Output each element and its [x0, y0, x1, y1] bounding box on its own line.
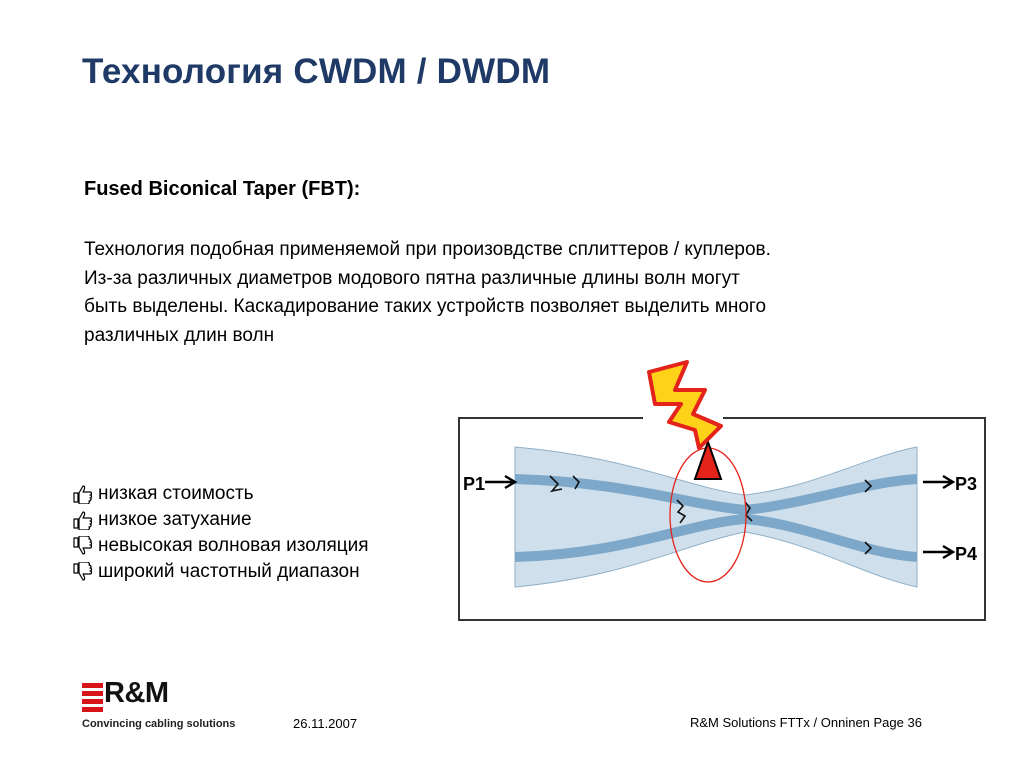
lightning-icon: [647, 360, 723, 450]
fiber-core: [514, 474, 918, 516]
signal-wave: [549, 475, 580, 493]
pros-cons-text: низкая стоимость: [98, 483, 254, 504]
list-item: широкий частотный диапазон: [72, 559, 369, 585]
paragraph-line: Из-за различных диаметров модового пятна…: [84, 267, 740, 289]
fbt-coupler-diagram: P1 P3 P4: [458, 360, 986, 621]
brand-name: R&M: [104, 677, 169, 709]
signal-wave: [864, 479, 873, 493]
thumbs-down-icon: [72, 561, 94, 582]
list-item: низкая стоимость: [72, 481, 369, 507]
list-item: невысокая волновая изоляция: [72, 533, 369, 559]
signal-wave: [744, 501, 753, 522]
diagram-frame: [458, 417, 986, 621]
slide-title: Технология CWDM / DWDM: [82, 52, 551, 91]
list-item: низкое затухание: [72, 507, 369, 533]
footer-date: 26.11.2007: [293, 716, 358, 731]
thumbs-up-icon: [72, 510, 94, 531]
footer-page-info: R&M Solutions FTTx / Onninen Page 36: [690, 715, 922, 730]
heat-source-icon: [693, 438, 723, 480]
logo-bars-icon: [82, 683, 103, 715]
signal-wave: [676, 499, 687, 524]
fiber-core: [514, 513, 918, 562]
thumbs-down-icon: [72, 535, 94, 556]
input-arrow: [485, 474, 518, 490]
output-arrow: [923, 474, 956, 490]
paragraph-line: различных длин волн: [84, 324, 275, 346]
signal-wave: [864, 541, 873, 555]
section-subtitle: Fused Biconical Taper (FBT):: [84, 178, 361, 200]
brand-tagline: Convincing cabling solutions: [82, 718, 236, 730]
paragraph-line: Технология подобная применяемой при прои…: [84, 239, 771, 260]
output-arrow: [923, 544, 956, 560]
thumbs-up-icon: [72, 484, 94, 505]
port-label-p4: P4: [955, 544, 977, 564]
pros-cons-text: широкий частотный диапазон: [98, 561, 360, 582]
pros-cons-text: низкое затухание: [98, 509, 252, 530]
pros-cons-list: низкая стоимость низкое затухание невысо…: [72, 481, 369, 585]
pros-cons-text: невысокая волновая изоляция: [98, 535, 369, 556]
port-label-p3: P3: [955, 474, 977, 494]
description-paragraph: Технология подобная применяемой при прои…: [84, 236, 934, 350]
paragraph-line: быть выделены. Каскадирование таких устр…: [84, 296, 767, 317]
port-label-p1: P1: [463, 474, 485, 494]
fused-fiber: [514, 446, 918, 588]
